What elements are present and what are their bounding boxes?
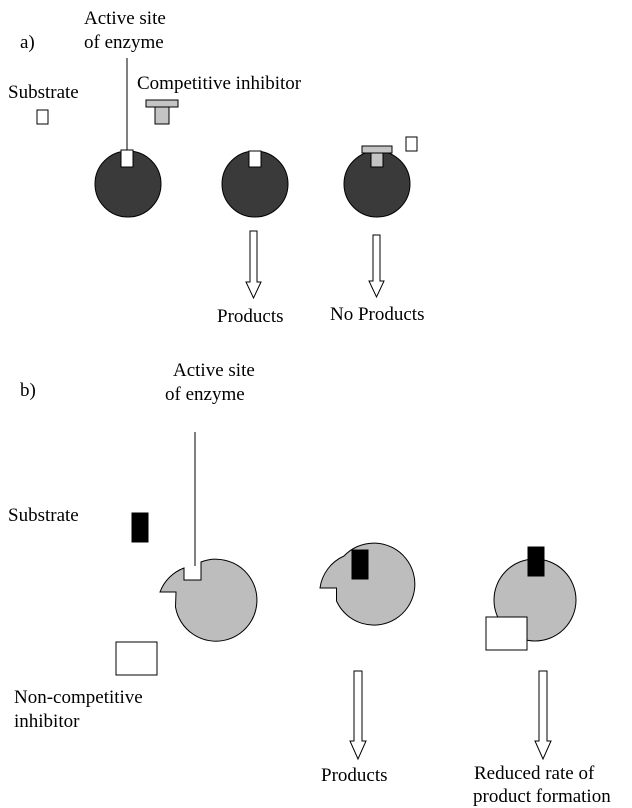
panel-a <box>36 58 418 300</box>
panel-b-inhibitor-label-line1: Non-competitive <box>14 687 143 708</box>
active-site-a-1 <box>120 149 134 168</box>
bound-noncompetitive-inhibitor <box>485 616 528 651</box>
panel-b-marker: b) <box>20 380 36 401</box>
no-products-arrow-a <box>368 234 385 299</box>
bound-competitive-inhibitor <box>361 145 393 168</box>
free-substrate-a <box>36 109 49 125</box>
panel-a-inhibitor-label: Competitive inhibitor <box>137 73 302 94</box>
panel-a-active-site-label-line2: of enzyme <box>84 32 164 53</box>
panel-b-reduced-label-line2: product formation <box>473 786 611 807</box>
enzyme-b-2-shape <box>319 542 416 626</box>
bound-substrate-a <box>248 150 262 168</box>
free-substrate-b <box>131 512 149 543</box>
panel-a-active-site-label-line1: Active site <box>84 8 166 29</box>
bound-substrate-b-2 <box>527 546 545 577</box>
reduced-rate-arrow-b <box>534 670 552 761</box>
panel-a-no-products-label: No Products <box>330 304 425 325</box>
panel-b-reduced-label-line1: Reduced rate of <box>474 763 595 784</box>
panel-b-inhibitor-label-line2: inhibitor <box>14 711 80 732</box>
panel-a-products-label: Products <box>217 306 284 327</box>
panel-b-active-site-label-line2: of enzyme <box>165 384 245 405</box>
panel-b-products-label: Products <box>321 765 388 786</box>
panel-a-marker: a) <box>20 32 35 53</box>
free-noncompetitive-inhibitor <box>115 641 158 676</box>
panel-b <box>115 432 577 761</box>
products-arrow-b <box>349 670 367 761</box>
panel-a-substrate-label: Substrate <box>8 82 79 103</box>
panel-b-active-site-label-line1: Active site <box>173 360 255 381</box>
panel-b-substrate-label: Substrate <box>8 505 79 526</box>
enzyme-b-1-shape <box>159 558 258 642</box>
free-competitive-inhibitor <box>145 99 179 125</box>
displaced-substrate-a <box>405 136 418 152</box>
products-arrow-a <box>245 230 262 300</box>
bound-substrate-b-1 <box>351 549 369 580</box>
